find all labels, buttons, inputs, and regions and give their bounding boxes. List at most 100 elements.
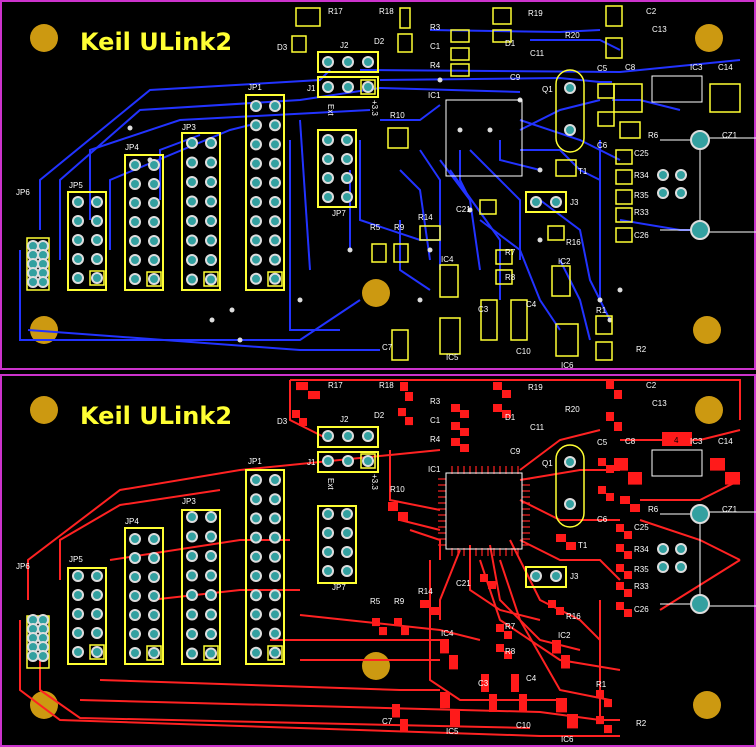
pad-core <box>29 625 37 633</box>
via <box>537 167 543 173</box>
pad-core <box>131 611 139 619</box>
pad-core <box>659 545 667 553</box>
smd-component-outline <box>615 149 633 165</box>
pad-core <box>252 236 260 245</box>
jp3-header <box>181 132 221 291</box>
pad-core <box>188 139 196 147</box>
silk-label-j3: J3 <box>570 572 579 581</box>
pad-core <box>131 161 139 169</box>
silk-label-r4: R4 <box>430 61 441 70</box>
smd-pad <box>460 444 469 452</box>
pad-core <box>343 193 351 201</box>
silk-label-jp5: JP5 <box>69 181 83 190</box>
silk-label-ic6: IC6 <box>561 361 574 370</box>
pad-core <box>207 610 215 619</box>
pad-core <box>29 652 37 660</box>
jp3-header <box>181 509 221 665</box>
cz1-mount-pad <box>690 220 710 240</box>
smd-component-outline <box>615 227 633 243</box>
pad-core <box>344 83 352 91</box>
pad-core <box>29 278 37 286</box>
silk-label-j1: J1 <box>307 458 316 467</box>
smd-component-outline <box>387 127 409 149</box>
pad-core <box>131 554 139 562</box>
pad-core <box>324 567 332 575</box>
pad-core <box>131 256 139 264</box>
pad-core <box>271 495 279 504</box>
smd-component-outline <box>615 189 633 205</box>
pad-core <box>188 591 196 599</box>
pad-core <box>150 275 158 283</box>
smd-pad <box>616 544 624 552</box>
smd-pad <box>511 674 519 692</box>
smd-component-outline <box>495 249 513 265</box>
pad-core <box>207 630 215 638</box>
silk-label-cz1: CZ1 <box>722 131 738 140</box>
board-title: Keil ULink2 <box>80 28 232 56</box>
pad-core <box>74 255 82 263</box>
smd-pad <box>556 534 566 542</box>
silk-label-c3: C3 <box>478 679 489 688</box>
silk-label-q1: Q1 <box>542 459 553 468</box>
pad-core <box>29 251 37 259</box>
silk-label-ic5: IC5 <box>446 727 459 736</box>
silk-label-c7: C7 <box>382 717 393 726</box>
smd-pad <box>616 564 624 572</box>
silk-label-ic2: IC2 <box>558 257 571 266</box>
smd-pad <box>480 574 488 582</box>
pad-core <box>93 198 101 206</box>
pad-core <box>131 649 139 657</box>
jp4-header <box>124 154 164 291</box>
pad-core <box>271 255 279 264</box>
pad-core <box>566 500 574 508</box>
pad-core <box>252 140 260 149</box>
pad-core <box>677 545 685 553</box>
pad-core <box>207 178 215 186</box>
pad-core <box>93 610 101 618</box>
silk-label-r2: R2 <box>636 345 647 354</box>
pin1-marker <box>203 271 219 287</box>
pad-core <box>344 432 352 440</box>
smd-pad <box>606 412 614 421</box>
silk-label-j3: J3 <box>570 198 579 207</box>
smd-pad <box>502 410 511 418</box>
pad-core <box>252 274 260 283</box>
pad-core <box>188 178 196 186</box>
smd-component-outline <box>595 315 613 335</box>
smd-component-outline <box>450 29 470 43</box>
jp4-header <box>124 527 164 665</box>
silk-label-d3: D3 <box>277 417 288 426</box>
pad-core <box>252 591 260 600</box>
pad-core <box>252 495 260 504</box>
silk-label-ic4: IC4 <box>441 255 454 264</box>
silk-label-c13: C13 <box>652 25 667 34</box>
silk-label-d2: D2 <box>374 411 385 420</box>
silk-label-r8: R8 <box>505 273 516 282</box>
jp1-header <box>245 469 285 665</box>
pad-core <box>343 510 351 518</box>
silk-label-ic1: IC1 <box>428 91 441 100</box>
smd-pad <box>388 502 398 511</box>
smd-pad <box>496 624 504 632</box>
top-through-hole-pads <box>27 56 710 288</box>
pad-core <box>150 199 158 207</box>
pad-core <box>207 236 215 245</box>
smd-component-outline <box>399 7 411 29</box>
silk-label-r8: R8 <box>505 647 516 656</box>
silk-label-r1: R1 <box>596 680 607 689</box>
pad-core <box>271 178 279 187</box>
pad-core <box>324 83 332 91</box>
silk-label-c14: C14 <box>718 63 733 72</box>
pad-core <box>659 171 667 179</box>
silk-label-c13: C13 <box>652 399 667 408</box>
j2-header <box>317 426 379 473</box>
pad-core <box>271 102 279 110</box>
silk-label-jp5: JP5 <box>69 555 83 564</box>
pad-core <box>271 629 279 638</box>
smd-component-outline <box>492 29 512 43</box>
pad-core <box>271 514 279 523</box>
pad-core <box>188 532 196 541</box>
pad-core <box>39 278 47 286</box>
pad-core <box>252 217 260 226</box>
silk-label-c21: C21 <box>456 205 471 214</box>
